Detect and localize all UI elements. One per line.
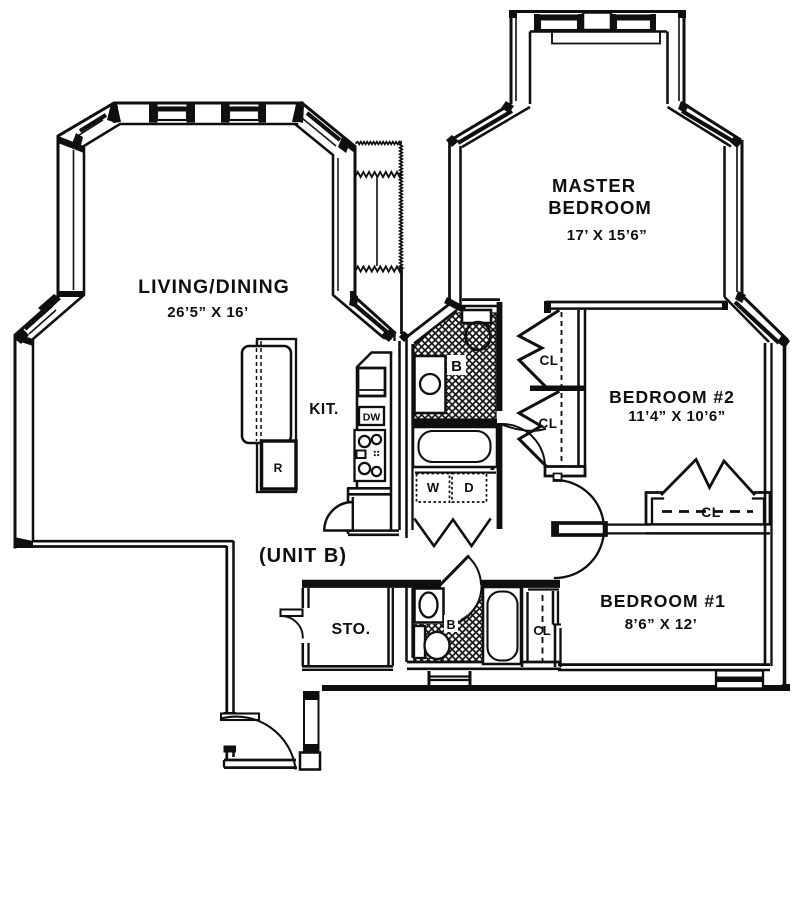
svg-text:CL: CL	[701, 504, 721, 520]
svg-text:8’6” X 12’: 8’6” X 12’	[625, 616, 698, 633]
svg-text:CL: CL	[539, 416, 558, 431]
svg-text:BEDROOM: BEDROOM	[548, 197, 652, 218]
svg-text:CL: CL	[533, 623, 550, 638]
svg-text:DW: DW	[363, 412, 381, 424]
svg-text:BEDROOM #2: BEDROOM #2	[609, 387, 735, 407]
svg-text:R: R	[274, 461, 283, 475]
svg-text:(UNIT B): (UNIT B)	[259, 545, 347, 567]
svg-text:D: D	[464, 480, 473, 495]
svg-text:KIT.: KIT.	[309, 401, 339, 418]
svg-text:W: W	[427, 480, 440, 495]
svg-text:B: B	[446, 618, 455, 632]
svg-text:STO.: STO.	[331, 621, 370, 638]
svg-text:LIVING/DINING: LIVING/DINING	[138, 276, 290, 298]
svg-text:11’4” X 10’6”: 11’4” X 10’6”	[628, 408, 725, 425]
svg-text:MASTER: MASTER	[552, 175, 636, 196]
svg-text:BEDROOM #1: BEDROOM #1	[600, 591, 726, 611]
svg-text:B: B	[451, 358, 462, 375]
svg-text:17’ X 15’6”: 17’ X 15’6”	[567, 227, 648, 244]
svg-text:CL: CL	[540, 353, 559, 368]
svg-text:26’5” X 16’: 26’5” X 16’	[167, 304, 248, 321]
